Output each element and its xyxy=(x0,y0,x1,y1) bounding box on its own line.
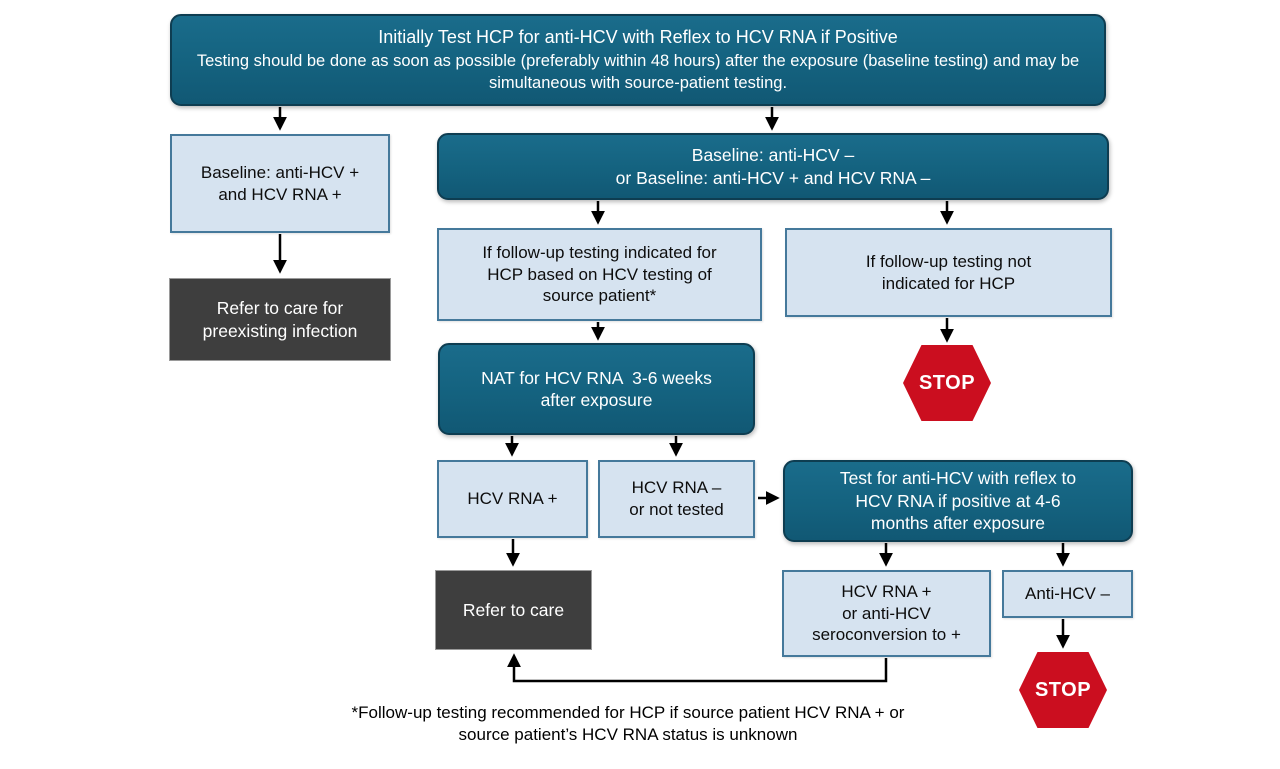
stop-sign-2: STOP xyxy=(1019,652,1107,728)
start-heading: Initially Test HCP for anti-HCV with Ref… xyxy=(378,27,898,48)
baseline-negative-label: Baseline: anti-HCV – or Baseline: anti-H… xyxy=(615,145,931,188)
flow-node-hcv-rna-positive: HCV RNA + xyxy=(437,460,588,538)
followup-not-indicated-label: If follow-up testing not indicated for H… xyxy=(865,251,1032,293)
flow-node-followup-not-indicated: If follow-up testing not indicated for H… xyxy=(785,228,1112,317)
stop-1-label: STOP xyxy=(918,371,976,394)
nat-test-label: NAT for HCV RNA 3-6 weeks after exposure xyxy=(481,367,712,410)
flow-node-test-4-6-months: Test for anti-HCV with reflex to HCV RNA… xyxy=(783,460,1133,542)
flow-node-baseline-positive: Baseline: anti-HCV + and HCV RNA + xyxy=(170,134,390,233)
arrow-seroconversion-to-refer-care xyxy=(507,653,888,683)
flow-node-anti-hcv-negative: Anti-HCV – xyxy=(1002,570,1133,618)
flow-node-start: Initially Test HCP for anti-HCV with Ref… xyxy=(170,14,1106,106)
flow-node-refer-preexisting: Refer to care for preexisting infection xyxy=(169,278,391,361)
flow-node-refer-to-care: Refer to care xyxy=(435,570,592,650)
start-body: Testing should be done as soon as possib… xyxy=(196,52,1084,92)
refer-preexisting-label: Refer to care for preexisting infection xyxy=(202,298,358,341)
flow-node-followup-indicated: If follow-up testing indicated for HCP b… xyxy=(437,228,762,321)
footnote: *Follow-up testing recommended for HCP i… xyxy=(351,703,905,745)
flow-node-nat-test: NAT for HCV RNA 3-6 weeks after exposure xyxy=(438,343,755,435)
hcv-rna-positive-label: HCV RNA + xyxy=(467,489,558,509)
flow-node-baseline-negative: Baseline: anti-HCV – or Baseline: anti-H… xyxy=(437,133,1109,200)
anti-hcv-negative-label: Anti-HCV – xyxy=(1024,584,1111,604)
baseline-positive-label: Baseline: anti-HCV + and HCV RNA + xyxy=(200,162,360,204)
stop-sign-1: STOP xyxy=(903,345,991,421)
flow-node-hcv-rna-negative: HCV RNA – or not tested xyxy=(598,460,755,538)
seroconversion-label: HCV RNA + or anti-HCV seroconversion to … xyxy=(812,581,961,645)
refer-to-care-label: Refer to care xyxy=(462,599,565,620)
followup-indicated-label: If follow-up testing indicated for HCP b… xyxy=(482,242,717,306)
test-4-6-months-label: Test for anti-HCV with reflex to HCV RNA… xyxy=(839,468,1077,534)
stop-2-label: STOP xyxy=(1034,678,1092,701)
hcv-rna-negative-label: HCV RNA – or not tested xyxy=(629,478,724,519)
flow-node-seroconversion: HCV RNA + or anti-HCV seroconversion to … xyxy=(782,570,991,657)
